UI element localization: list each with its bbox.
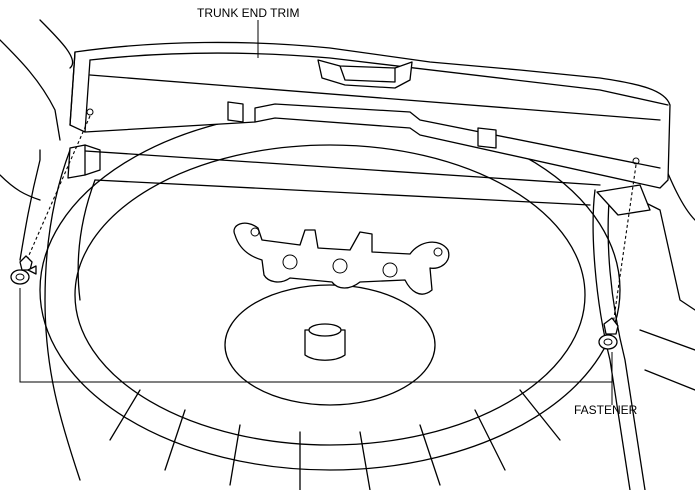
fastener-label: FASTENER bbox=[574, 403, 638, 417]
left-trim-tab bbox=[67, 144, 101, 179]
trunk-end-trim-part bbox=[69, 41, 671, 189]
spare-tire-well bbox=[39, 109, 621, 490]
jack-bracket bbox=[233, 222, 450, 295]
fastener-guide-lines bbox=[25, 115, 637, 326]
fastener-right bbox=[598, 317, 619, 350]
leader-lines bbox=[19, 20, 613, 405]
fastener-left bbox=[10, 255, 37, 285]
trunk-end-trim-label: TRUNK END TRIM bbox=[197, 6, 300, 20]
